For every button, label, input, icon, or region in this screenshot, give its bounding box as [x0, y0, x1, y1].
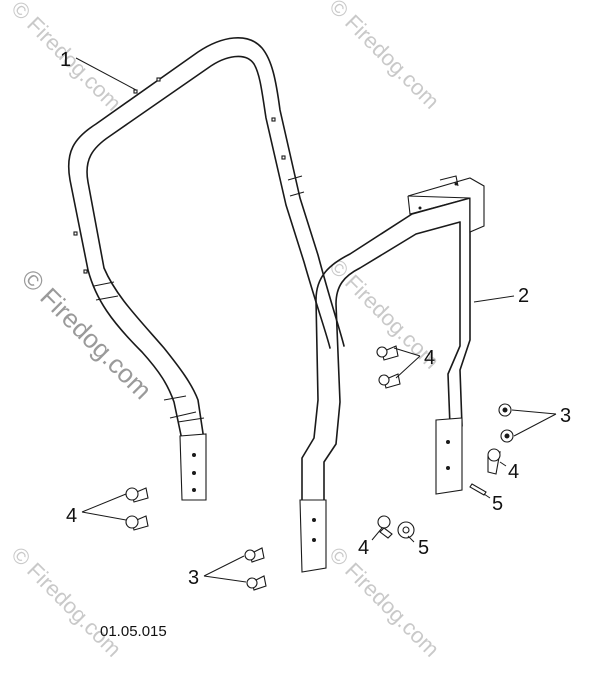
callout-5-bottom: 5 [418, 537, 429, 559]
callout-3-bottom: 3 [188, 567, 199, 589]
callout-1: 1 [60, 49, 71, 71]
part-2-rear-frame [299, 175, 485, 573]
part-1-front-frame [67, 37, 345, 501]
nut-bottom-lower [246, 575, 267, 591]
callout-5-right: 5 [492, 493, 503, 515]
callout-4-bottom: 4 [358, 537, 369, 559]
callout-labels: 1 2 4 3 4 5 4 3 4 5 [60, 49, 571, 589]
watermark-top-center: © Firedog.com [324, 0, 444, 114]
bolt-left-lower [125, 515, 149, 531]
callout-3-right: 3 [560, 405, 571, 427]
callout-2: 2 [518, 285, 529, 307]
pin-right [469, 483, 487, 496]
bolt-bottom [377, 515, 393, 539]
washer-bottom [397, 521, 415, 539]
callout-4-right: 4 [508, 461, 519, 483]
watermark-primary: © Firedog.com [16, 263, 158, 405]
callout-4-left: 4 [66, 505, 77, 527]
nut-right-upper [498, 403, 512, 417]
leader-lines [75, 57, 557, 583]
bolt-center-lower [378, 373, 401, 389]
bolt-center-upper [376, 345, 399, 361]
bolt-left-upper [125, 487, 149, 503]
drawing-code: 01.05.015 [100, 623, 167, 640]
nut-right-lower [500, 429, 514, 443]
watermark-bottom-left: © Firedog.com [6, 542, 126, 662]
nut-bottom-upper [244, 547, 265, 563]
bolt-right [487, 448, 501, 475]
fastener-group [125, 345, 514, 591]
watermark-bottom-center: © Firedog.com [324, 542, 444, 662]
callout-4-center: 4 [424, 347, 435, 369]
